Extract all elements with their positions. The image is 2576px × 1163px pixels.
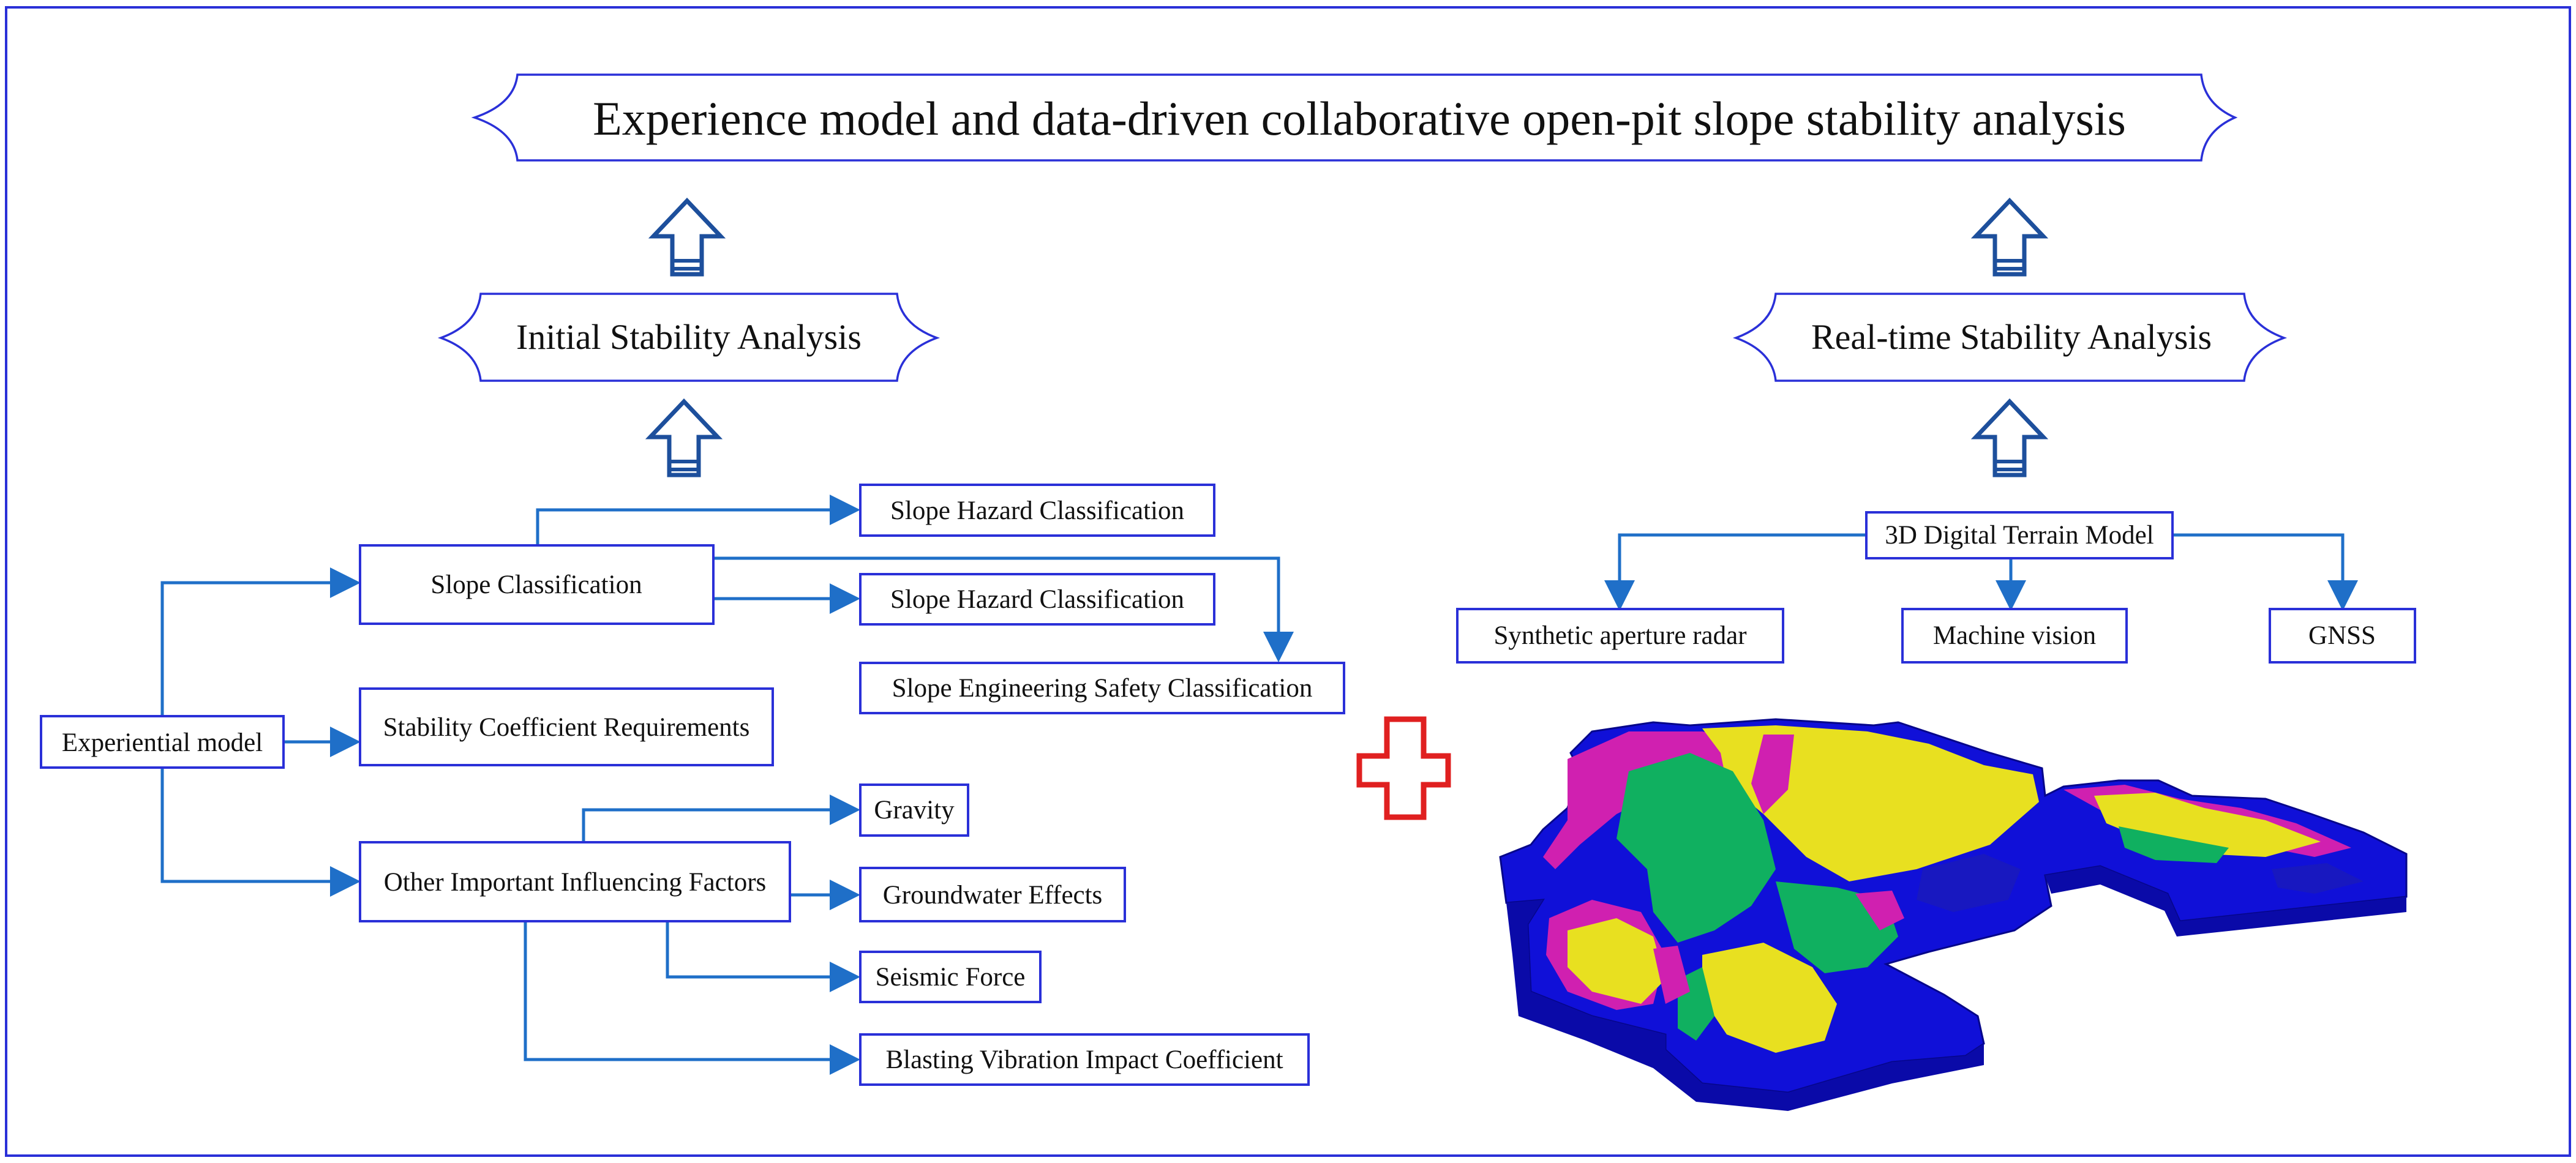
box-gnss: GNSS xyxy=(2269,608,2416,664)
svg-text:Experiential model: Experiential model xyxy=(62,728,263,757)
svg-text:Slope Hazard Classification: Slope Hazard Classification xyxy=(890,585,1184,614)
box-blasting-vibration: Blasting Vibration Impact Coefficient xyxy=(859,1033,1310,1086)
connector-exp-to-other xyxy=(160,768,361,897)
svg-text:3D Digital Terrain Model: 3D Digital Terrain Model xyxy=(1885,521,2154,550)
svg-text:Machine vision: Machine vision xyxy=(1933,621,2096,650)
box-seismic-force: Seismic Force xyxy=(859,951,1042,1003)
box-synthetic-aperture-radar: Synthetic aperture radar xyxy=(1456,608,1784,664)
connector-dtm-to-gnss xyxy=(2172,533,2358,611)
svg-text:Slope Engineering Safety Class: Slope Engineering Safety Classification xyxy=(892,674,1313,703)
svg-text:Stability Coefficient Requirem: Stability Coefficient Requirements xyxy=(383,713,750,742)
title-text: Experience model and data-driven collabo… xyxy=(593,92,2126,145)
connector-slope-to-hazard1 xyxy=(536,495,860,545)
connector-other-to-gravity xyxy=(582,795,860,842)
realtime-stability-label: Real-time Stability Analysis xyxy=(1811,317,2212,357)
connector-exp-to-slope xyxy=(160,567,361,716)
box-hazard-classification-1: Slope Hazard Classification xyxy=(859,484,1215,537)
up-arrow-right-top-icon xyxy=(1970,197,2049,277)
connector-other-to-seismic xyxy=(666,921,860,992)
box-other-factors: Other Important Influencing Factors xyxy=(359,841,791,922)
box-stability-coefficient: Stability Coefficient Requirements xyxy=(359,687,774,766)
initial-stability-header: Initial Stability Analysis xyxy=(437,293,941,382)
svg-text:GNSS: GNSS xyxy=(2308,621,2376,650)
right-connectors xyxy=(1604,533,2358,611)
box-machine-vision: Machine vision xyxy=(1901,608,2128,664)
box-hazard-classification-2: Slope Hazard Classification xyxy=(859,573,1215,626)
up-arrow-right-bottom-icon xyxy=(1970,398,2049,477)
outer-frame xyxy=(5,6,2571,1157)
left-connectors xyxy=(160,495,1294,1075)
realtime-stability-header: Real-time Stability Analysis xyxy=(1732,293,2288,382)
up-arrow-left-bottom-icon xyxy=(645,398,723,477)
box-groundwater-effects: Groundwater Effects xyxy=(859,867,1126,922)
svg-text:Slope Hazard Classification: Slope Hazard Classification xyxy=(890,496,1184,525)
title-banner: Experience model and data-driven collabo… xyxy=(471,73,2238,162)
initial-stability-label: Initial Stability Analysis xyxy=(516,317,862,357)
box-experiential-model: Experiential model xyxy=(40,715,285,769)
connector-dtm-to-sar xyxy=(1604,533,1866,611)
box-engineering-safety-classification: Slope Engineering Safety Classification xyxy=(859,662,1345,714)
svg-text:Groundwater Effects: Groundwater Effects xyxy=(883,881,1103,910)
svg-text:Blasting Vibration Impact Coef: Blasting Vibration Impact Coefficient xyxy=(885,1045,1283,1074)
svg-text:Slope Classification: Slope Classification xyxy=(430,570,642,599)
box-digital-terrain-model: 3D Digital Terrain Model xyxy=(1865,511,2174,559)
connector-slope-to-engineering xyxy=(713,556,1294,662)
up-arrow-left-top-icon xyxy=(648,197,726,277)
box-gravity: Gravity xyxy=(859,783,969,837)
svg-text:Synthetic aperture radar: Synthetic aperture radar xyxy=(1493,621,1746,650)
connector-other-to-blasting xyxy=(524,921,860,1075)
red-plus-icon xyxy=(1356,716,1451,820)
3d-terrain-model-image xyxy=(1499,718,2408,1111)
svg-text:Seismic Force: Seismic Force xyxy=(876,963,1026,992)
svg-text:Other Important Influencing Fa: Other Important Influencing Factors xyxy=(384,868,767,897)
svg-text:Gravity: Gravity xyxy=(874,796,955,825)
box-slope-classification: Slope Classification xyxy=(359,544,715,625)
